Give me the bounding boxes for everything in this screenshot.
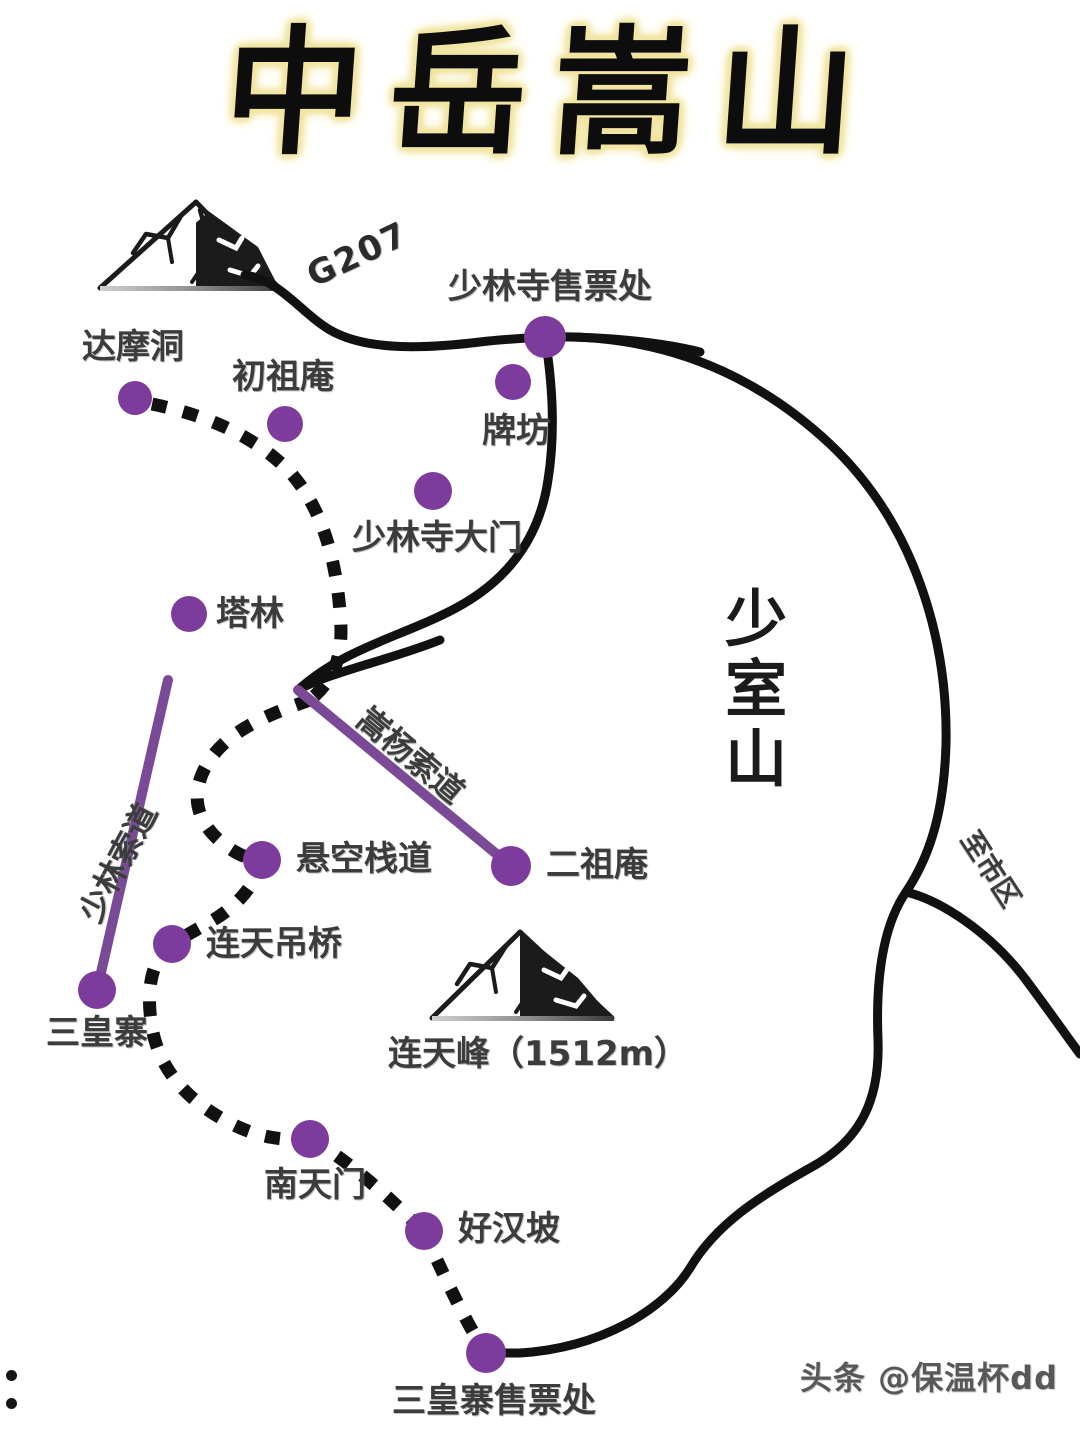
trail-mid	[190, 693, 313, 867]
node-label-shaolin-gate[interactable]: 少林寺大门	[352, 518, 522, 558]
map-node-shaolin-gate[interactable]	[414, 472, 452, 510]
road-network	[240, 270, 1080, 1358]
road-to-city	[901, 887, 1080, 1059]
map-node-damo-dong[interactable]	[118, 381, 152, 415]
songyang-cableway-line	[293, 685, 516, 871]
road-lower-left	[293, 635, 445, 695]
node-label-paifang[interactable]: 牌坊	[482, 411, 550, 451]
node-label-damo-dong[interactable]: 达摩洞	[82, 327, 184, 367]
map-node-nantianmen[interactable]	[291, 1120, 329, 1158]
map-node-xuankong-zhandao[interactable]	[243, 841, 281, 879]
node-label-erzu-an[interactable]: 二祖庵	[546, 845, 648, 885]
map-node-sanhuangzhai-ticket[interactable]	[466, 1333, 506, 1373]
map-node-liantian-bridge[interactable]	[153, 925, 191, 963]
cableway-lines	[92, 675, 516, 995]
map-node-paifang[interactable]	[495, 364, 531, 400]
mountain-icon-liantian	[429, 929, 615, 1021]
road-shaolin-branch	[293, 332, 557, 695]
trail-upper	[150, 397, 348, 705]
shaolin-cableway-line	[92, 675, 173, 995]
edge-dot-upper	[6, 1370, 17, 1381]
watermark: 头条 @保温杯dd	[800, 1359, 1058, 1397]
node-label-sanhuangzhai-ticket[interactable]: 三皇寨售票处	[392, 1381, 596, 1421]
node-label-talin[interactable]: 塔林	[216, 594, 284, 634]
road-south-scurve	[481, 887, 911, 1358]
node-label-sanhuangzhai[interactable]: 三皇寨	[46, 1013, 148, 1053]
map-node-talin[interactable]	[171, 596, 207, 632]
region-label-shaoshishan: 少室山	[714, 586, 788, 796]
map-node-chuzu-an[interactable]	[267, 406, 303, 442]
map-node-group	[78, 316, 566, 1373]
node-label-haohanpo[interactable]: 好汉坡	[458, 1209, 560, 1249]
node-label-nantianmen[interactable]: 南天门	[264, 1165, 366, 1205]
mountain-icon-topleft	[97, 199, 282, 291]
node-label-chuzu-an[interactable]: 初祖庵	[232, 357, 334, 397]
map-node-erzu-an[interactable]	[491, 846, 531, 886]
edge-dot-lower	[6, 1398, 17, 1409]
node-label-liantian-bridge[interactable]: 连天吊桥	[206, 924, 342, 964]
trail-lower	[143, 938, 311, 1146]
map-node-sanhuangzhai[interactable]	[78, 971, 116, 1009]
node-label-xuankong-zhandao[interactable]: 悬空栈道	[296, 839, 432, 879]
node-label-shaolin-ticket[interactable]: 少林寺售票处	[448, 267, 652, 307]
road-g207	[240, 270, 550, 352]
peak-label-liantian: 连天峰（1512m）	[388, 1034, 689, 1074]
road-east-loop	[540, 332, 951, 897]
map-node-shaolin-ticket[interactable]	[524, 316, 566, 358]
map-node-haohanpo[interactable]	[405, 1212, 443, 1250]
